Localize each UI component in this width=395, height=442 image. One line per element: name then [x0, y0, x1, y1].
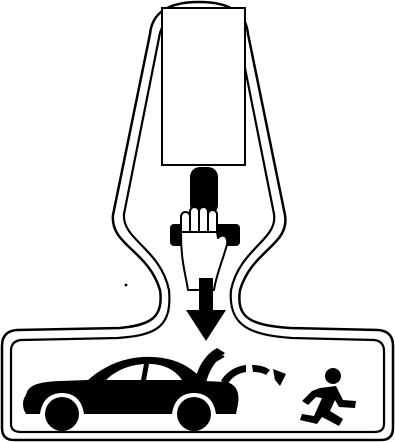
hand-icon [181, 207, 227, 290]
stray-dot [125, 284, 128, 287]
handle-housing [162, 8, 245, 165]
car-open-trunk-icon [23, 348, 239, 431]
dashed-arrow-icon [221, 365, 286, 386]
running-person-icon [300, 368, 356, 426]
